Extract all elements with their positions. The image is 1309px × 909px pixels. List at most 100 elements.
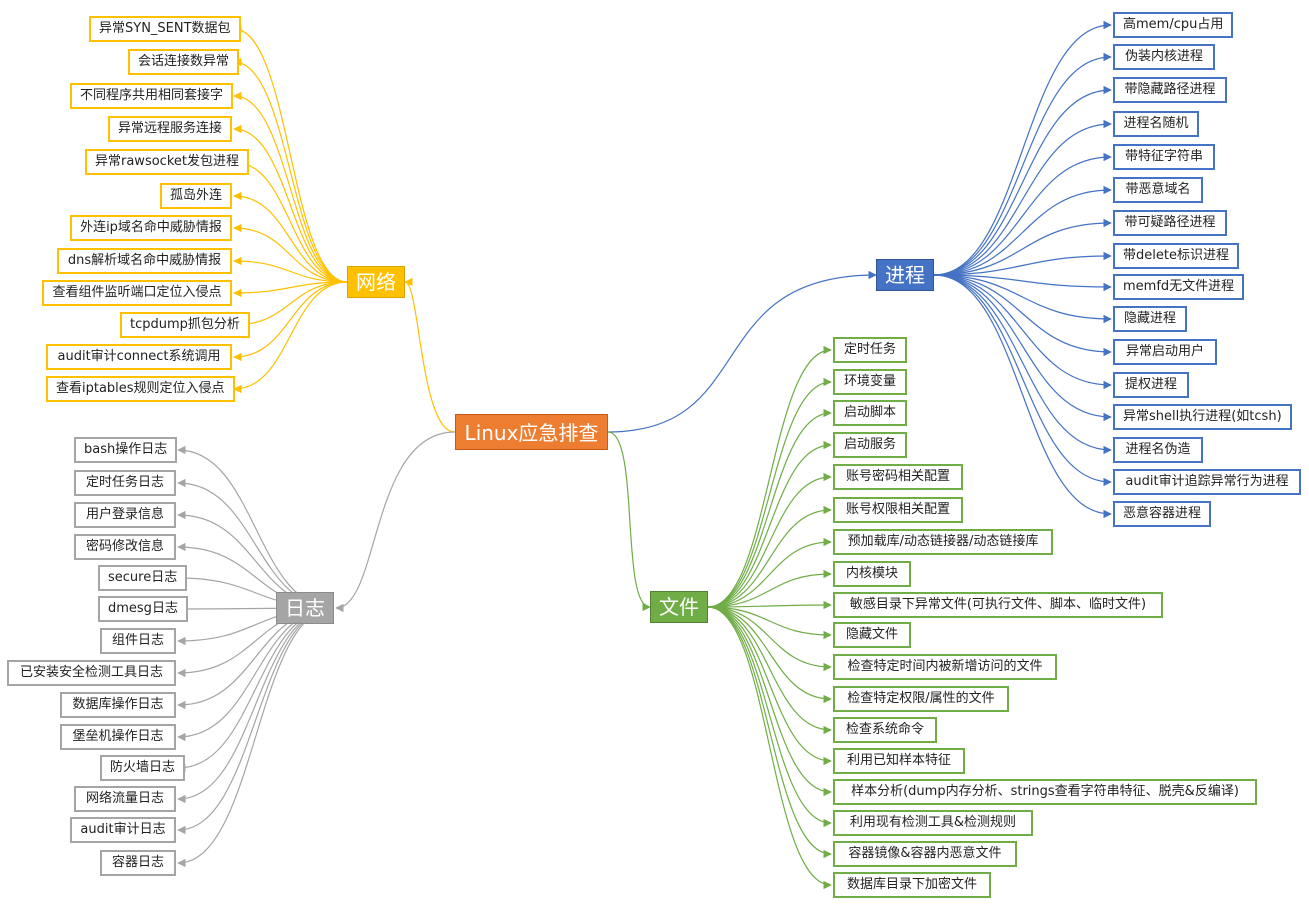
logs-leaf-node[interactable]: dmesg日志 [98,596,188,622]
network-leaf-node[interactable]: 异常SYN_SENT数据包 [89,16,241,42]
branch-files[interactable]: 文件 [650,591,708,623]
process-leaf-node[interactable]: 带恶意域名 [1113,177,1203,203]
network-edge [233,24,348,283]
network-leaf-node[interactable]: 查看组件监听端口定位入侵点 [42,280,232,306]
logs-leaf-node[interactable]: 定时任务日志 [74,470,176,496]
files-leaf-node[interactable]: 数据库目录下加密文件 [833,872,991,898]
files-leaf-node[interactable]: 账号密码相关配置 [833,464,963,490]
files-edge [707,472,832,608]
network-leaf-node[interactable]: 外连ip域名命中威胁情报 [70,215,232,241]
network-leaf-node[interactable]: tcpdump抓包分析 [120,312,250,338]
logs-leaf-node[interactable]: 容器日志 [100,850,176,876]
files-leaf-node[interactable]: 定时任务 [833,337,907,363]
process-leaf-node[interactable]: audit审计追踪异常行为进程 [1113,469,1301,495]
logs-edge [177,607,335,868]
files-edge [707,606,832,704]
branch-logs[interactable]: 日志 [276,592,334,624]
logs-edge [177,607,335,835]
network-edge [233,124,348,283]
files-leaf-node[interactable]: 利用现有检测工具&检测规则 [833,810,1033,836]
files-leaf-node[interactable]: 环境变量 [833,369,907,395]
root-label: Linux应急排查 [464,421,599,445]
process-leaf-node[interactable]: 带delete标识进程 [1113,243,1239,269]
files-leaf-node[interactable]: 内核模块 [833,561,911,587]
files-leaf-node[interactable]: 预加载库/动态链接器/动态链接库 [833,529,1053,555]
process-edge [933,274,1112,390]
process-leaf-node[interactable]: memfd无文件进程 [1113,274,1245,300]
logs-leaf-node[interactable]: secure日志 [98,565,188,591]
process-leaf-node[interactable]: 隐藏进程 [1113,306,1187,332]
network-leaf-node[interactable]: audit审计connect系统调用 [46,344,232,370]
files-edge [707,606,832,797]
files-leaf-node[interactable]: 利用已知样本特征 [833,748,965,774]
process-leaf-node[interactable]: 带可疑路径进程 [1113,210,1227,236]
files-leaf-node[interactable]: 检查特定时间内被新增访问的文件 [833,654,1057,680]
files-leaf-node[interactable]: 隐藏文件 [833,622,911,648]
branch-network[interactable]: 网络 [347,266,405,298]
files-edge [707,345,832,608]
process-leaf-node[interactable]: 恶意容器进程 [1113,501,1212,527]
network-edge [233,191,348,283]
files-leaf-node[interactable]: 检查特定权限/属性的文件 [833,686,1009,712]
network-leaf-node[interactable]: dns解析域名命中威胁情报 [57,248,232,274]
process-leaf-node[interactable]: 带隐藏路径进程 [1113,77,1227,103]
files-leaf-node[interactable]: 样本分析(dump内存分析、strings查看字符串特征、脱壳&反编译) [833,779,1257,805]
root-to-network-edge [404,277,456,433]
logs-leaf-node[interactable]: 用户登录信息 [74,502,176,528]
files-leaf-node[interactable]: 账号权限相关配置 [833,497,963,523]
process-edge [933,274,1112,487]
files-edge [707,606,832,890]
process-edge [933,119,1112,276]
network-edge [233,223,348,283]
files-edge [707,537,832,608]
network-edge [233,281,348,330]
network-leaf-node[interactable]: 异常rawsocket发包进程 [85,149,249,175]
process-edge [933,274,1112,422]
logs-leaf-node[interactable]: audit审计日志 [70,817,176,843]
logs-leaf-node[interactable]: 防火墙日志 [100,755,186,781]
files-edge [707,440,832,608]
files-leaf-node[interactable]: 容器镜像&容器内恶意文件 [833,841,1017,867]
process-leaf-node[interactable]: 异常shell执行进程(如tcsh) [1113,404,1292,430]
process-edge [933,152,1112,276]
logs-leaf-node[interactable]: 数据库操作日志 [60,692,176,718]
files-edge [707,606,832,828]
files-leaf-node[interactable]: 启动服务 [833,432,907,458]
process-leaf-node[interactable]: 进程名伪造 [1113,437,1203,463]
logs-leaf-node[interactable]: 网络流量日志 [74,786,176,812]
files-edge [707,600,832,610]
process-leaf-node[interactable]: 伪装内核进程 [1113,44,1215,70]
network-leaf-node[interactable]: 异常远程服务连接 [108,116,233,142]
process-edge [933,274,1112,357]
process-edge [933,20,1112,276]
root-node[interactable]: Linux应急排查 [455,414,608,450]
files-leaf-node[interactable]: 检查系统命令 [833,717,937,743]
process-leaf-node[interactable]: 进程名随机 [1113,111,1199,137]
network-leaf-node[interactable]: 不同程序共用相同套接字 [70,83,234,109]
process-leaf-node[interactable]: 提权进程 [1113,372,1189,398]
logs-leaf-node[interactable]: 组件日志 [100,628,176,654]
logs-leaf-node[interactable]: 已安装安全检测工具日志 [7,660,176,686]
logs-edge [177,478,335,609]
network-leaf-node[interactable]: 查看iptables规则定位入侵点 [46,376,235,402]
branch-process[interactable]: 进程 [876,259,934,291]
files-edge [707,408,832,608]
process-edge [933,85,1112,276]
process-edge [933,185,1112,276]
network-leaf-node[interactable]: 会话连接数异常 [128,49,240,75]
logs-leaf-node[interactable]: 堡垒机操作日志 [60,724,176,750]
process-edge [933,274,1112,324]
network-leaf-node[interactable]: 孤岛外连 [160,183,233,209]
root-to-process-edge [607,270,877,433]
logs-edge [177,607,335,804]
files-edge [707,377,832,608]
logs-leaf-node[interactable]: bash操作日志 [74,437,178,463]
files-leaf-node[interactable]: 启动脚本 [833,400,907,426]
files-leaf-node[interactable]: 敏感目录下异常文件(可执行文件、脚本、临时文件) [833,592,1163,618]
process-leaf-node[interactable]: 异常启动用户 [1113,339,1217,365]
process-leaf-node[interactable]: 高mem/cpu占用 [1113,12,1234,38]
process-leaf-node[interactable]: 带特征字符串 [1113,144,1215,170]
logs-leaf-node[interactable]: 密码修改信息 [74,534,176,560]
network-edge [233,91,348,283]
network-edge [233,157,348,283]
